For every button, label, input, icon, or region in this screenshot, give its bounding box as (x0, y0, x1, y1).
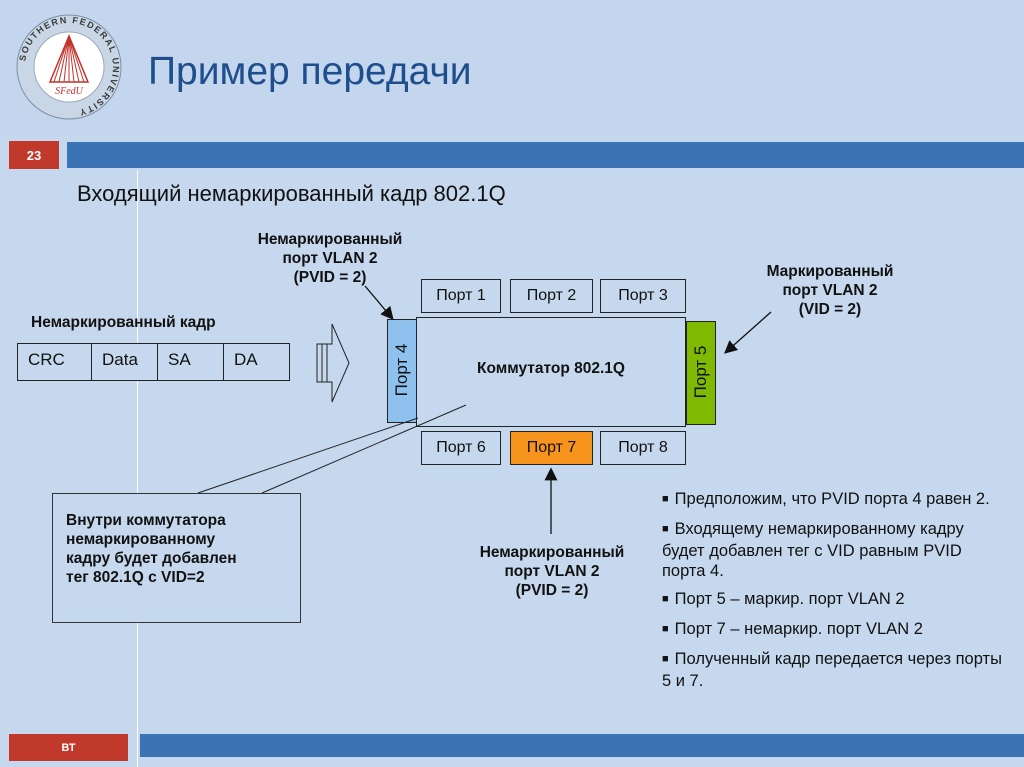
port-1-box: Порт 1 (421, 279, 501, 313)
callout-leader-line-b (261, 404, 467, 494)
switch-body (416, 317, 686, 427)
port-3-box: Порт 3 (600, 279, 686, 313)
ingress-pointer-arrow (364, 285, 394, 320)
callout-text: Внутри коммутатора немаркированному кадр… (66, 511, 296, 587)
callout-box (52, 493, 301, 623)
block-arrow-right-icon (316, 323, 350, 403)
callout-line: тег 802.1Q с VID=2 (66, 569, 205, 586)
logo-mark-text: SFedU (55, 86, 84, 97)
bullet-text: Входящему немаркированному кадру будет д… (662, 520, 964, 580)
tagged-egress-pointer-arrow (724, 311, 772, 354)
header-band (0, 0, 1024, 135)
switch-label: Коммутатор 802.1Q (477, 360, 625, 377)
university-logo-icon: SOUTHERN FEDERAL UNIVERSITY SFedU (16, 14, 122, 120)
vertical-guide-line (137, 170, 138, 767)
port-5-box (686, 321, 716, 425)
bullet-item: ■Входящему немаркированному кадру будет … (662, 519, 1007, 581)
frame-field-da: DA (223, 343, 290, 381)
egress-untagged-label-line: порт VLAN 2 (504, 563, 600, 580)
egress-untagged-label-line: (PVID = 2) (515, 582, 589, 599)
bullet-square-icon: ■ (662, 653, 669, 665)
bullet-item: ■ Порт 7 – немаркир. порт VLAN 2 (662, 619, 1007, 641)
bullet-item: ■ Порт 5 – маркир. порт VLAN 2 (662, 589, 1007, 611)
port-4-box (387, 319, 417, 423)
page-title: Пример передачи (148, 50, 472, 93)
port-8-box: Порт 8 (600, 431, 686, 465)
footer-bar (140, 734, 1024, 757)
bullet-square-icon: ■ (662, 593, 669, 605)
bullet-item: ■Полученный кадр передается через порты … (662, 649, 1007, 691)
ingress-port-label: Немаркированный порт VLAN 2 (PVID = 2) (230, 230, 430, 287)
frame-field-data: Data (91, 343, 158, 381)
bullet-text: Предположим, что PVID порта 4 равен 2. (674, 490, 990, 508)
egress-untagged-port-label: Немаркированный порт VLAN 2 (PVID = 2) (452, 543, 652, 600)
footer-badge: ВТ (9, 734, 128, 761)
egress-tagged-port-label: Маркированный порт VLAN 2 (VID = 2) (730, 262, 930, 319)
slide-number-badge: 23 (9, 141, 59, 169)
port-2-box: Порт 2 (510, 279, 593, 313)
egress-tagged-label-line: (VID = 2) (798, 301, 862, 318)
bullet-square-icon: ■ (662, 493, 669, 505)
ingress-port-label-line: порт VLAN 2 (282, 250, 378, 267)
bullet-text: Порт 7 – немаркир. порт VLAN 2 (674, 620, 923, 638)
bullet-text: Порт 5 – маркир. порт VLAN 2 (674, 590, 905, 608)
bullet-list: ■Предположим, что PVID порта 4 равен 2. … (662, 489, 1007, 699)
port-7-box: Порт 7 (510, 431, 593, 465)
egress-tagged-label-line: порт VLAN 2 (782, 282, 878, 299)
bullet-text: Полученный кадр передается через порты 5… (662, 650, 1002, 690)
bullet-square-icon: ■ (662, 623, 669, 635)
header-divider-bar (67, 142, 1024, 168)
ingress-port-label-line: Немаркированный (257, 231, 403, 248)
callout-line: кадру будет добавлен (66, 550, 237, 567)
bullet-square-icon: ■ (662, 523, 669, 535)
ingress-port-label-line: (PVID = 2) (293, 269, 367, 286)
egress-tagged-label-line: Маркированный (766, 263, 894, 280)
callout-leader-line-a (197, 417, 419, 494)
frame-label: Немаркированный кадр (31, 314, 216, 331)
egress-untagged-label-line: Немаркированный (479, 544, 625, 561)
bullet-item: ■ Предположим, что PVID порта 4 равен 2. (662, 489, 1007, 511)
callout-line: немаркированному (66, 531, 216, 548)
slide-subtitle: Входящий немаркированный кадр 802.1Q (77, 181, 506, 206)
frame-field-sa: SA (157, 343, 224, 381)
port-6-box: Порт 6 (421, 431, 501, 465)
callout-line: Внутри коммутатора (66, 512, 226, 529)
